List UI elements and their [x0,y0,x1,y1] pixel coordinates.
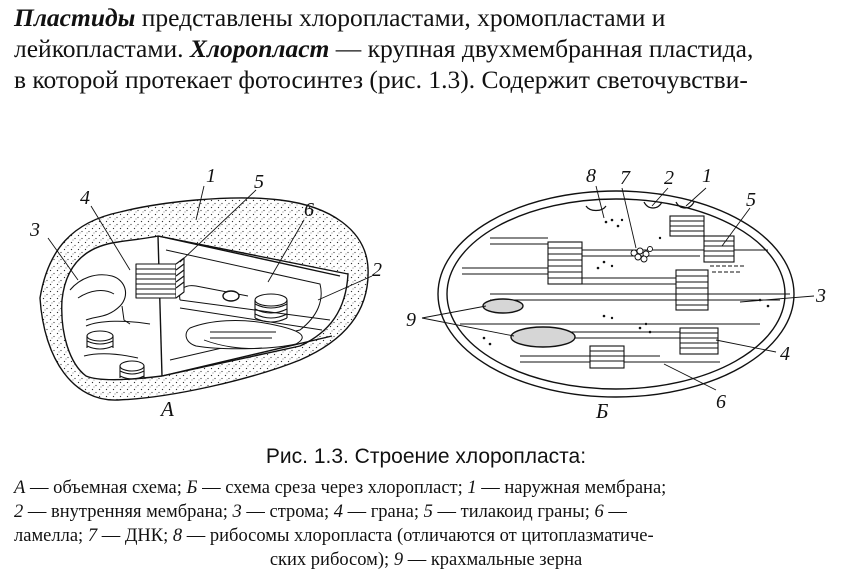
body-paragraph: Пластиды представлены хлоропластами, хро… [14,2,840,95]
granum-b5 [679,327,719,355]
chloroplast-illustration: 1 5 6 4 3 2 А [29,165,826,423]
granum-b4 [675,269,709,311]
panel-letter-b: Б [595,399,608,423]
label-a-6: 6 [304,199,314,221]
label-b-9: 9 [406,309,416,331]
chloroplast-figure: 1 5 6 4 3 2 А [0,150,852,430]
starch-grain-a [222,290,240,302]
label-a-3: 3 [29,219,40,241]
panel-letter-a: А [159,397,174,421]
leaders-a [47,185,373,301]
label-b-1: 1 [702,165,712,187]
granum-a2 [254,293,288,323]
label-b-6: 6 [716,391,726,413]
granum-b1 [547,241,583,285]
leaders-b [421,185,815,391]
legend-line-3: ламелла; 7 — ДНК; 8 — рибосомы хлороплас… [14,526,654,546]
label-b-3: 3 [815,285,826,307]
label-a-4: 4 [80,187,90,209]
term-chloroplast: Хлоропласт [189,34,330,63]
granum-b2 [669,215,705,237]
granum-a3 [86,330,114,350]
granum-b6 [589,345,625,369]
granum-a1 [135,257,185,299]
legend-line-4: ских рибосом); 9 — крахмальные зерна [269,550,583,570]
legend-line-1: А — объемная схема; Б — схема среза чере… [14,478,667,498]
granum-b3 [703,235,735,263]
starch-grain-b2 [510,326,576,348]
label-a-5: 5 [254,171,264,193]
label-a-1: 1 [206,165,216,187]
paragraph-line-3: в которой протекает фотосинтез (рис. 1.3… [14,65,748,94]
label-b-7: 7 [620,167,631,189]
label-b-5: 5 [746,189,756,211]
legend-line-2: 2 — внутренняя мембрана; 3 — строма; 4 —… [14,502,627,522]
term-plastids: Пластиды [14,3,136,32]
figure-title: Рис. 1.3. Строение хлоропласта: [265,445,587,468]
paragraph-line-2: лейкопластами. Хлоропласт — крупная двух… [14,34,754,63]
label-b-4: 4 [780,343,790,365]
label-b-2: 2 [664,167,674,189]
label-b-8: 8 [586,165,596,187]
diagram-a [39,185,373,401]
paragraph-line-1: Пластиды представлены хлоропластами, хро… [14,3,666,32]
figure-legend: А — объемная схема; Б — схема среза чере… [14,476,838,572]
starch-grain-b1 [482,298,524,314]
dna-b [630,246,653,263]
granum-a4 [119,360,145,380]
label-a-2: 2 [372,259,382,281]
diagram-b [437,190,795,398]
